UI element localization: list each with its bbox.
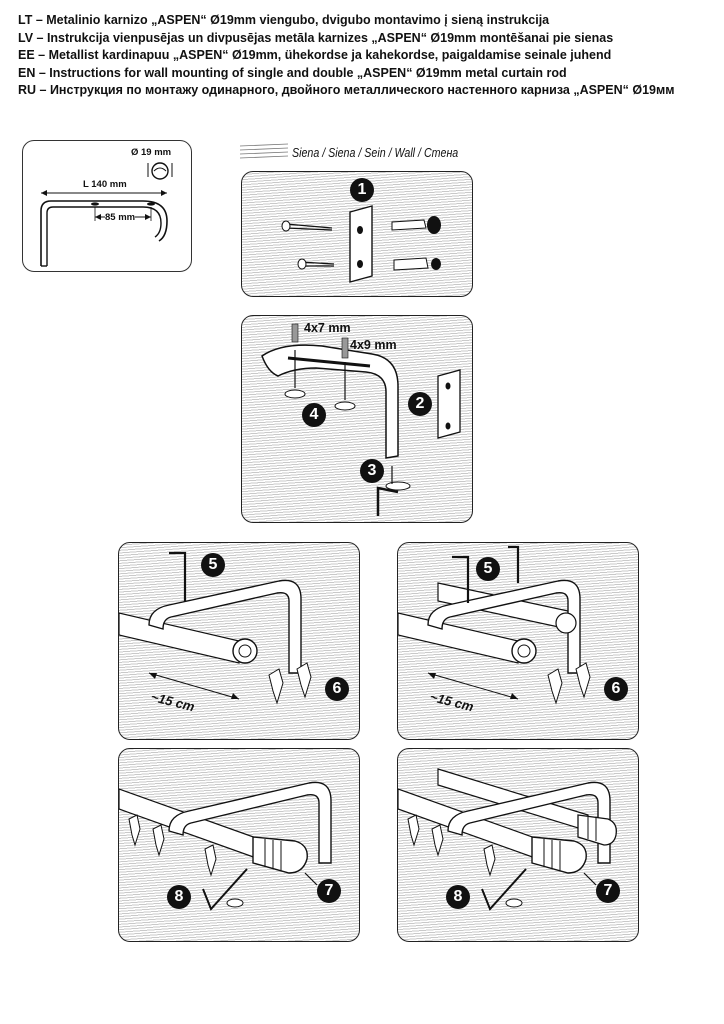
header-line-lt: LT – Metalinio karnizo „ASPEN“ Ø19mm vie… [18,13,550,27]
wall-hatch-icon [239,143,289,159]
step-2-badge: 2 [408,392,432,416]
step-4-badge: 4 [302,403,326,427]
step-3-badge: 3 [360,459,384,483]
single-rod-step-7-8-panel: 8 7 [118,748,360,942]
step-5-badge-single: 5 [201,553,225,577]
step-6-badge-double: 6 [604,677,628,701]
step-7-badge-single: 7 [317,879,341,903]
bracket-assembly-drawing [261,323,461,516]
single-rod-insertion-drawing [119,551,312,705]
step-2-4-panel: 4x7 mm 4x9 mm 4 2 3 [241,315,473,523]
header-line-en: EN – Instructions for wall mounting of s… [18,65,567,80]
hole-spacing-label: 85 mm [105,212,136,223]
bracket-length-label: L 140 mm [83,179,127,190]
single-rod-step-5-6-panel: 5 6 ~15 cm [118,542,360,740]
wall-label: Siena / Siena / Sein / Wall / Стена [292,145,459,160]
screw-a-size: 4x7 mm [304,321,351,335]
bracket-spec-drawing [40,162,173,267]
single-rod-finial-drawing [119,781,332,911]
double-rod-step-7-8-panel: 8 7 [397,748,639,942]
step-6-badge-single: 6 [325,677,349,701]
step-7-badge-double: 7 [596,879,620,903]
step-8-badge-single: 8 [167,885,191,909]
step-1-badge: 1 [350,178,374,202]
step-5-badge-double: 5 [476,557,500,581]
double-rod-insertion-drawing [398,545,591,705]
step-8-badge-double: 8 [446,885,470,909]
step-1-panel: 1 [241,171,473,297]
instruction-header: LT – Metalinio karnizo „ASPEN“ Ø19mm vie… [18,12,708,100]
bracket-spec-box: Ø 19 mm L 140 mm 85 mm [22,140,192,272]
double-rod-step-5-6-panel: 5 6 ~15 cm [397,542,639,740]
header-line-ee: EE – Metallist kardinapuu „ASPEN“ Ø19mm,… [18,48,612,62]
header-line-lv: LV – Instrukcija vienpusējas un divpusēj… [18,30,614,45]
header-line-ru: RU – Инструкция по монтажу одинарного, д… [18,83,675,97]
screw-b-size: 4x9 mm [350,338,397,352]
wall-legend: Siena / Siena / Sein / Wall / Стена [239,142,500,164]
rod-diameter-label: Ø 19 mm [131,147,172,158]
double-rod-finial-drawing [398,768,617,911]
wall-plug-drawing [281,205,441,283]
